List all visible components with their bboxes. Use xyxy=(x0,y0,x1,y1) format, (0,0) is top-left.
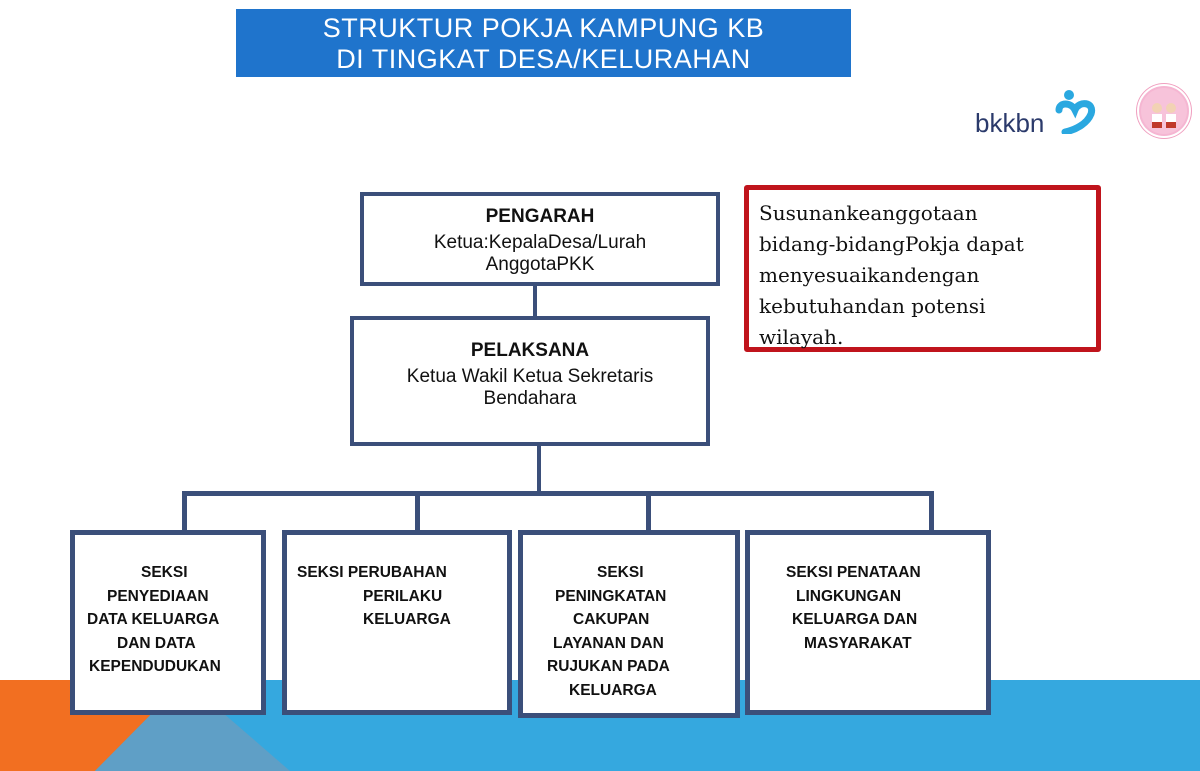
seksi-1-line-1: SEKSI xyxy=(141,564,188,581)
title-line-2: DI TINGKAT DESA/KELURAHAN xyxy=(336,44,751,74)
seksi-4-line-1: SEKSI PENATAAN xyxy=(786,564,921,581)
connector-seksi-1 xyxy=(182,491,187,531)
connector-pengarah-pelaksana xyxy=(533,286,537,316)
pengarah-line-2: AnggotaPKK xyxy=(485,254,595,275)
seksi-1-line-3: DATA KELUARGA xyxy=(87,611,220,628)
connector-seksi-2 xyxy=(415,491,420,531)
connector-horizontal xyxy=(182,491,934,496)
seksi-penataan-lingkungan-box: SEKSI PENATAAN LINGKUNGAN KELUARGA DAN M… xyxy=(745,530,991,715)
connector-seksi-3 xyxy=(646,491,651,531)
note-line-4: kebutuhandan potensi xyxy=(759,294,986,318)
seksi-3-line-4: LAYANAN DAN xyxy=(553,634,664,652)
pelaksana-line-2: Bendahara xyxy=(483,388,577,409)
seksi-2-line-3: KELUARGA xyxy=(363,611,451,628)
bkkbn-logo-text: bkkbn xyxy=(975,108,1045,138)
seksi-2-line-2: PERILAKU xyxy=(363,587,443,605)
connector-seksi-4 xyxy=(929,491,934,531)
seksi-3-line-3: CAKUPAN xyxy=(573,611,650,628)
seksi-peningkatan-cakupan-box: SEKSI PENINGKATAN CAKUPAN LAYANAN DAN RU… xyxy=(518,530,740,718)
pengarah-heading: PENGARAH xyxy=(485,206,595,227)
seksi-4-line-2: LINGKUNGAN xyxy=(796,587,902,605)
note-line-2: bidang-bidangPokja dapat xyxy=(759,232,1024,256)
note-line-3: menyesuaikandengan xyxy=(759,263,980,287)
pengarah-line-1: Ketua:KepalaDesa/Lurah xyxy=(433,232,647,253)
seksi-1-line-2: PENYEDIAAN xyxy=(107,587,209,605)
seksi-2-line-1: SEKSI PERUBAHAN xyxy=(297,564,447,581)
children-badge-icon xyxy=(1137,84,1191,138)
title-line-1: STRUKTUR POKJA KAMPUNG KB xyxy=(322,13,765,43)
seksi-1-line-5: KEPENDUDUKAN xyxy=(89,658,221,675)
seksi-4-line-3: KELUARGA DAN xyxy=(792,611,918,628)
seksi-3-line-6: KELUARGA xyxy=(569,681,657,699)
note-line-1: Susunankeanggotaan xyxy=(759,201,978,225)
bkkbn-logo: bkkbn xyxy=(975,88,1105,142)
seksi-1-line-4: DAN DATA xyxy=(117,634,196,652)
seksi-4-line-4: MASYARAKAT xyxy=(804,634,912,652)
bkkbn-heart-logo-icon xyxy=(1055,90,1096,134)
pelaksana-heading: PELAKSANA xyxy=(470,340,590,361)
pelaksana-box: PELAKSANA Ketua Wakil Ketua Sekretaris B… xyxy=(350,316,710,446)
pengarah-box: PENGARAH Ketua:KepalaDesa/Lurah AnggotaP… xyxy=(360,192,720,286)
note-line-5: wilayah. xyxy=(759,325,844,349)
pelaksana-line-1: Ketua Wakil Ketua Sekretaris xyxy=(406,366,654,387)
seksi-3-line-5: RUJUKAN PADA xyxy=(547,658,670,675)
connector-pelaksana-down xyxy=(537,446,541,494)
title-banner: STRUKTUR POKJA KAMPUNG KB DI TINGKAT DES… xyxy=(236,9,851,77)
note-box: Susunankeanggotaan bidang-bidangPokja da… xyxy=(744,185,1101,352)
seksi-3-line-2: PENINGKATAN xyxy=(555,587,667,605)
seksi-perubahan-perilaku-box: SEKSI PERUBAHAN PERILAKU KELUARGA xyxy=(282,530,512,715)
seksi-penyediaan-data-box: SEKSI PENYEDIAAN DATA KELUARGA DAN DATA … xyxy=(70,530,266,715)
seksi-3-line-1: SEKSI xyxy=(597,564,644,581)
